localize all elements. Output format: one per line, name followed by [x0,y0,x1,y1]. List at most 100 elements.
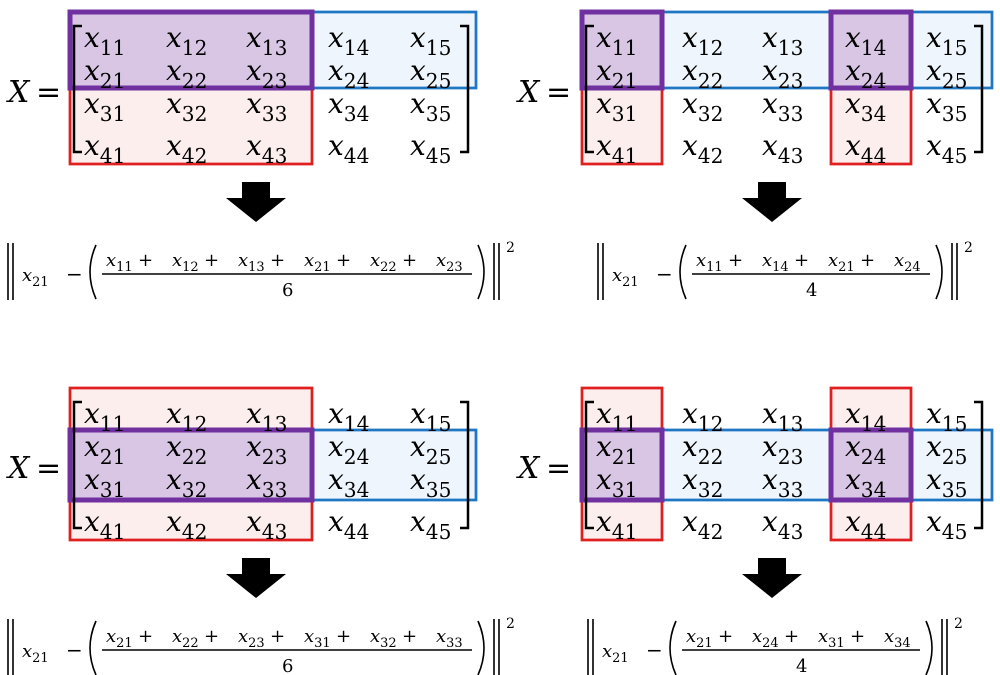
matrix-entry-x23: x23 [246,430,287,469]
purple-fill-1 [831,12,911,88]
plus-sign: + [402,250,417,271]
purple-fill-0 [70,12,312,88]
matrix-entry-x34: x34 [845,463,886,502]
matrix-entry-x12: x12 [682,397,723,436]
exponent: 2 [954,616,963,632]
numerator-term-x21: x21 [304,250,331,275]
matrix-entry-x25: x25 [410,430,451,469]
formula-lhs: x21 [602,641,629,666]
matrix-entry-x14: x14 [845,397,886,436]
matrix-entry-x44: x44 [328,129,369,168]
denominator: 6 [282,656,293,675]
norm-bar-right [951,243,958,300]
matrix-entry-x13: x13 [246,21,287,60]
matrix-entry-x43: x43 [246,129,287,168]
matrix-name: X [516,75,541,110]
norm-bar-left [7,619,14,675]
norm-bar-left [597,243,604,300]
norm-bar-left [587,619,594,675]
matrix-name: X [6,75,31,110]
formula-lhs: x21 [22,265,49,290]
matrix-entry-x13: x13 [762,397,803,436]
right-bracket [460,400,470,530]
matrix-entry-x14: x14 [328,21,369,60]
denominator: 4 [796,656,807,675]
matrix-entry-x22: x22 [166,54,207,93]
purple-outline-0 [67,427,315,503]
matrix-entry-x43: x43 [246,505,287,544]
matrix-entry-x32: x32 [166,87,207,126]
numerator-term-x22: x22 [172,626,199,651]
paren-left [89,620,97,675]
matrix-entry-x21: x21 [84,54,125,93]
matrix-entry-x45: x45 [926,505,967,544]
minus-sign: − [66,262,83,286]
matrix-entry-x32: x32 [166,463,207,502]
matrix-entry-x11: x11 [596,397,637,436]
matrix-entry-x24: x24 [328,430,369,469]
numerator-term-x13: x13 [238,250,265,275]
numerator-term-x34: x34 [884,626,911,651]
matrix-entry-x14: x14 [845,21,886,60]
formula-lhs: x21 [612,265,639,290]
plus-sign: + [336,626,351,647]
matrix-entry-x11: x11 [596,21,637,60]
matrix-entry-x33: x33 [762,87,803,126]
matrix-entry-x11: x11 [84,397,125,436]
matrix-entry-x12: x12 [166,397,207,436]
purple-outline-0 [579,427,665,503]
matrix-entry-x45: x45 [410,505,451,544]
paren-right [477,620,485,675]
matrix-entry-x25: x25 [926,54,967,93]
purple-outline-1 [828,427,914,503]
numerator-term-x21: x21 [686,626,713,651]
matrix-entry-x15: x15 [410,21,451,60]
paren-right [477,244,485,300]
exponent: 2 [964,240,973,256]
matrix-entry-x24: x24 [328,54,369,93]
matrix-entry-x22: x22 [682,54,723,93]
plus-sign: + [402,626,417,647]
matrix-entry-x24: x24 [845,430,886,469]
plus-sign: + [784,626,799,647]
numerator-term-x24: x24 [894,250,921,275]
down-arrow-icon [226,558,286,598]
left-bracket [584,24,594,154]
equals-sign: = [36,451,61,486]
numerator-term-x12: x12 [172,250,199,275]
matrix-name: X [6,451,31,486]
purple-fill-0 [70,430,312,500]
left-bracket [72,24,82,154]
purple-outline-1 [828,9,914,91]
matrix-entry-x32: x32 [682,463,723,502]
matrix-entry-x21: x21 [84,430,125,469]
matrix-entry-x33: x33 [762,463,803,502]
matrix-entry-x45: x45 [926,129,967,168]
purple-fill-1 [831,430,911,500]
plus-sign: + [850,626,865,647]
matrix-entry-x43: x43 [762,505,803,544]
down-arrow-icon [226,182,286,222]
matrix-entry-x44: x44 [328,505,369,544]
matrix-entry-x22: x22 [166,430,207,469]
matrix-entry-x15: x15 [926,21,967,60]
norm-bar-right [493,619,500,675]
matrix-entry-x35: x35 [410,463,451,502]
formula-lhs: x21 [22,641,49,666]
matrix-entry-x31: x31 [596,463,637,502]
matrix-entry-x23: x23 [762,430,803,469]
numerator-term-x23: x23 [238,626,265,651]
plus-sign: + [270,626,285,647]
right-bracket [974,400,984,530]
matrix-entry-x23: x23 [246,54,287,93]
matrix-name: X [516,451,541,486]
purple-outline-0 [67,9,315,91]
down-arrow-icon [742,558,802,598]
purple-fill-0 [582,430,662,500]
matrix-entry-x34: x34 [328,87,369,126]
minus-sign: − [646,638,663,662]
